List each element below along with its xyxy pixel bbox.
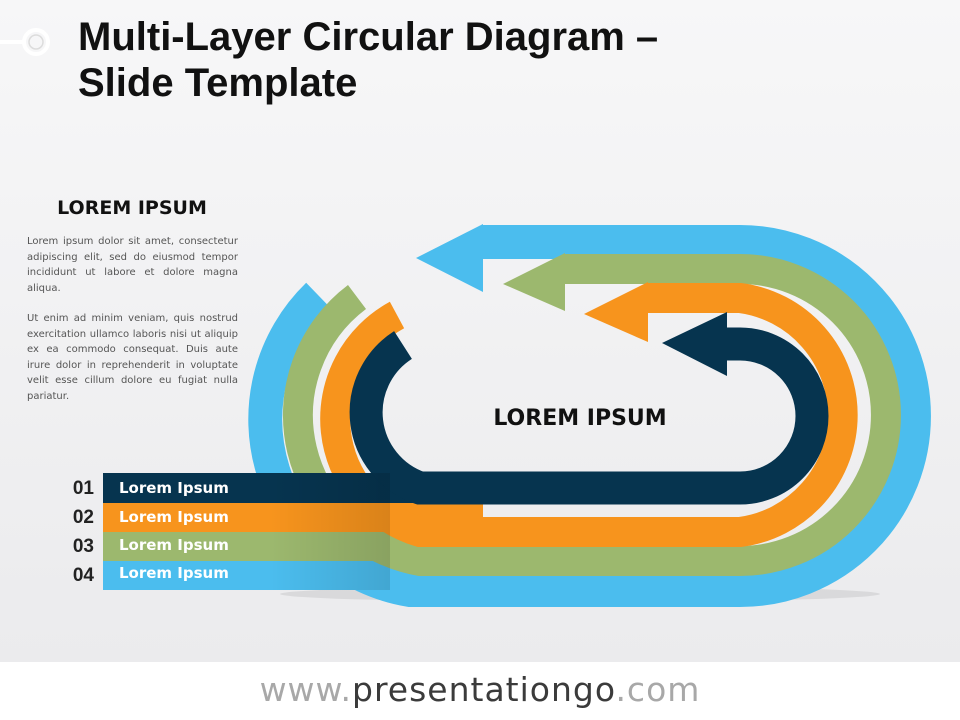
logo-icon — [0, 28, 50, 56]
page-title-line-1: Multi-Layer Circular Diagram – — [78, 15, 659, 59]
layer-02-ring — [103, 282, 858, 547]
label-bar-fade — [270, 473, 390, 590]
layer-02-arc — [320, 283, 858, 547]
center-label: LOREM IPSUM — [493, 406, 666, 431]
layer-01-arrowhead — [662, 312, 727, 376]
layer-03-number: 03 — [73, 536, 94, 557]
footer-url-suffix: .com — [615, 670, 701, 709]
side-heading: LOREM IPSUM — [57, 197, 207, 219]
layer-01-number: 01 — [73, 478, 95, 499]
layer-02-label: Lorem Ipsum — [119, 508, 229, 526]
body-paragraph-1: Lorem ipsum dolor sit amet, consectetur … — [27, 236, 238, 294]
footer-url-brand: presentationgo — [352, 670, 616, 709]
body-paragraph-2: Ut enim ad minim veniam, quis nostrud ex… — [27, 313, 238, 402]
layer-02-arrowhead — [584, 282, 648, 342]
layer-04-number: 04 — [73, 565, 95, 586]
layer-01-label: Lorem Ipsum — [119, 479, 229, 497]
layer-04-arc — [248, 225, 931, 607]
circular-diagram: 01 02 03 04 Lorem Ipsum Lorem Ipsum Lore… — [73, 224, 931, 607]
layer-01-arc — [349, 327, 829, 505]
layer-02-number: 02 — [73, 507, 94, 528]
page-title-line-2: Slide Template — [78, 61, 358, 105]
layer-03-arc — [283, 254, 901, 576]
layer-03-arrowhead — [503, 253, 565, 311]
page-title: Multi-Layer Circular Diagram – Slide Tem… — [78, 14, 838, 106]
layer-03-label: Lorem Ipsum — [119, 536, 229, 554]
footer-url-prefix: www. — [259, 670, 352, 709]
layer-04-arrowhead — [416, 224, 483, 292]
slide-background: Multi-Layer Circular Diagram – Slide Tem… — [0, 0, 960, 662]
footer-url[interactable]: www.presentationgo.com — [0, 668, 960, 712]
layer-01-ring — [103, 312, 829, 505]
layer-04-label: Lorem Ipsum — [119, 564, 229, 582]
